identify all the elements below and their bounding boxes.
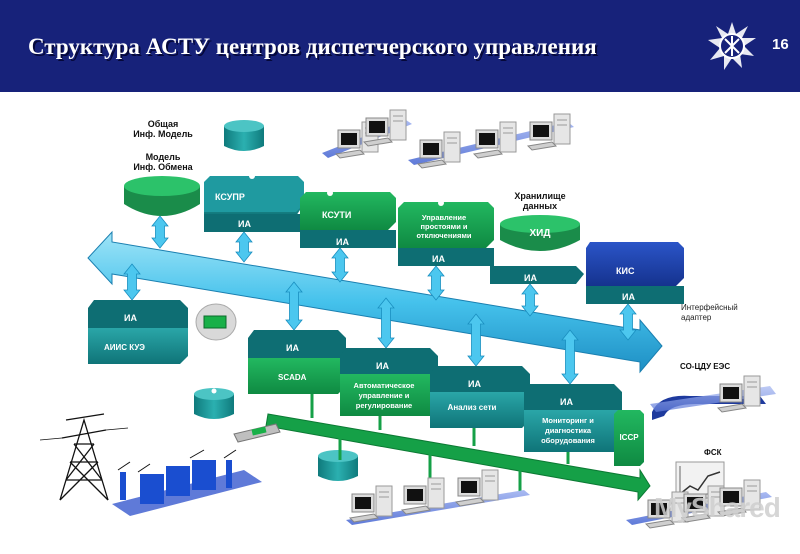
watermark-text: MyShared — [654, 492, 781, 523]
workstations-bottom — [348, 375, 761, 529]
aiis-kue-block — [88, 300, 188, 364]
workstation-bottom-1 — [400, 477, 445, 515]
common-model-label-2: Инф. Модель — [133, 129, 193, 139]
fsk-label: ФСК — [704, 448, 722, 457]
scada-ia-label: ИА — [286, 343, 299, 353]
workstations-top — [334, 109, 571, 169]
ksupr-ia-label: ИА — [238, 219, 251, 229]
storage-label-1: Хранилище — [514, 191, 565, 201]
auto-control-block — [340, 348, 438, 416]
substation-icon — [112, 449, 262, 516]
outage-management-block — [398, 200, 494, 266]
hid-ia-block — [490, 266, 584, 284]
ksuti-label: КСУТИ — [322, 210, 351, 220]
connector-scada — [285, 281, 303, 331]
so-cdu-label: СО-ЦДУ ЕЭС — [680, 362, 730, 371]
scada-block — [248, 330, 346, 394]
workstation-top-b-2 — [526, 113, 571, 151]
meter-device-icon — [195, 303, 237, 341]
workstation-top-b-0 — [416, 131, 461, 169]
connector-network-analysis — [467, 313, 485, 367]
field-database-icon-2 — [318, 450, 358, 481]
common-model-database-icon — [224, 120, 264, 151]
scada-label: SCADA — [278, 373, 307, 382]
workstation-bottom-0 — [348, 485, 393, 523]
connector-ksupr — [235, 231, 253, 263]
network-analysis-block — [430, 366, 530, 428]
ksuti-ia-label: ИА — [336, 237, 349, 247]
ksupr-block — [204, 173, 304, 232]
exchange-model-label-1: Модель — [146, 152, 181, 162]
connector-hid — [521, 283, 539, 317]
connector-kis — [619, 303, 637, 341]
page-title: Структура АСТУ центров диспетчерского уп… — [28, 34, 597, 59]
workstation-right-0 — [644, 491, 689, 529]
field-database-icon-1 — [194, 388, 234, 419]
interface-adapter-label-2: адаптер — [681, 313, 712, 322]
exchange-model-label-2: Инф. Обмена — [133, 162, 193, 172]
aiis-ia-label: ИА — [124, 313, 137, 323]
workstation-right-1 — [680, 485, 725, 523]
connector-exchange-model — [151, 215, 169, 249]
auto-control-label-2: управление и — [359, 391, 410, 400]
kis-ia-label: ИА — [622, 292, 635, 302]
workstation-so-cdu — [716, 375, 761, 413]
storage-label-2: данных — [523, 201, 557, 211]
connector-outage — [427, 265, 445, 301]
exchange-model-database-icon — [124, 176, 200, 216]
company-logo-icon — [708, 22, 756, 70]
ksupr-label: КСУПР — [215, 192, 245, 202]
controller-device-icon — [233, 423, 281, 443]
outage-label-1: Управление — [422, 213, 466, 222]
hid-ia-label: ИА — [524, 273, 537, 283]
field-bus — [265, 413, 651, 502]
iccp-label: ICCP — [619, 433, 639, 442]
header-bar — [0, 0, 800, 92]
network-analysis-ia-label: ИА — [468, 379, 481, 389]
kis-block — [586, 242, 684, 304]
connector-auto-control — [377, 297, 395, 349]
monitoring-ia-label: ИА — [560, 397, 573, 407]
bus-connectors — [123, 215, 637, 385]
network-analysis-label: Анализ сети — [448, 403, 497, 412]
auto-control-label-3: регулирование — [356, 401, 412, 410]
monitoring-label-1: Мониторинг и — [542, 416, 594, 425]
information-bus — [87, 230, 663, 374]
workstation-top-b-1 — [472, 121, 517, 159]
monitoring-block — [524, 384, 622, 452]
auto-control-label-1: Автоматическое — [354, 381, 415, 390]
power-tower-icon — [39, 413, 129, 501]
monitoring-label-2: диагностика — [545, 426, 592, 435]
monitoring-label-3: оборудования — [541, 436, 595, 445]
iccp-block — [614, 410, 644, 466]
ksuti-block — [300, 190, 396, 248]
slide-number: 16 — [772, 36, 789, 53]
connector-monitoring — [561, 329, 579, 385]
outage-label-2: простоями и — [420, 222, 467, 231]
common-model-label-1: Общая — [148, 119, 179, 129]
outage-label-3: отключениями — [417, 231, 472, 240]
hid-label: ХИД — [530, 228, 551, 239]
workstation-right-2 — [716, 479, 761, 517]
hid-database-icon — [500, 215, 580, 251]
outage-ia-label: ИА — [432, 254, 445, 264]
workstation-bottom-2 — [454, 469, 499, 507]
workstation-top-a-1 — [362, 109, 407, 147]
aiis-kue-label: АИИС КУЭ — [104, 343, 145, 352]
connector-ksuti — [331, 247, 349, 283]
interface-adapter-label-1: Интерфейсный — [681, 303, 738, 312]
auto-control-ia-label: ИА — [376, 361, 389, 371]
kis-label: КИС — [616, 266, 635, 276]
